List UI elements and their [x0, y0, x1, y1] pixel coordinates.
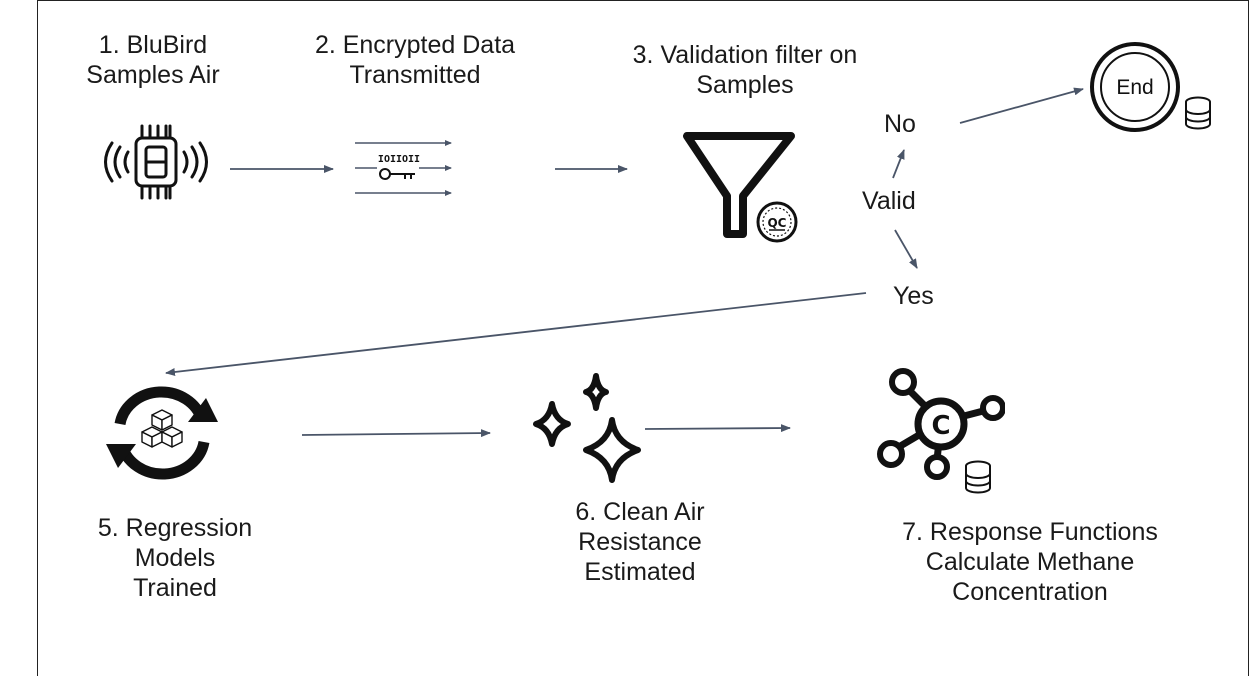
decision-valid-label: Valid — [862, 187, 916, 215]
end-text: End — [1116, 76, 1153, 99]
arrow-no-to-end — [959, 87, 1084, 124]
step-1-label: 1. BluBird Samples Air — [86, 31, 220, 89]
sparkles-icon — [533, 373, 641, 483]
step-3-label: 3. Validation filter on Samples — [632, 41, 858, 99]
arrow-to-no — [892, 149, 905, 179]
step-6-label: 6. Clean Air Resistance Estimated — [575, 498, 705, 586]
filter-qc-icon: QC — [683, 132, 798, 243]
hub-letter: C — [931, 411, 950, 441]
decision-yes-label: Yes — [893, 282, 934, 310]
decision-no-label: No — [884, 110, 916, 138]
sensor-chip-icon — [104, 124, 208, 200]
hub-database-icon: C — [877, 368, 1005, 494]
step-7-label: 7. Response Functions Calculate Methane … — [902, 518, 1158, 606]
arrow-yes-to-5 — [165, 292, 867, 376]
step-2-label: 2. Encrypted Data Transmitted — [314, 31, 516, 89]
end-database-icon: End — [1090, 42, 1211, 132]
step-5-label: 5. Regression Models Trained — [97, 514, 253, 602]
arrow-6-to-7 — [644, 424, 791, 433]
regression-cycle-icon — [106, 386, 218, 480]
binary-text: IOIIOII — [378, 154, 420, 165]
encrypted-transmit-icon: IOIIOII — [355, 140, 452, 196]
arrow-5-to-6 — [301, 429, 491, 438]
qc-badge-text: QC — [767, 216, 786, 230]
arrow-to-yes — [894, 229, 918, 269]
